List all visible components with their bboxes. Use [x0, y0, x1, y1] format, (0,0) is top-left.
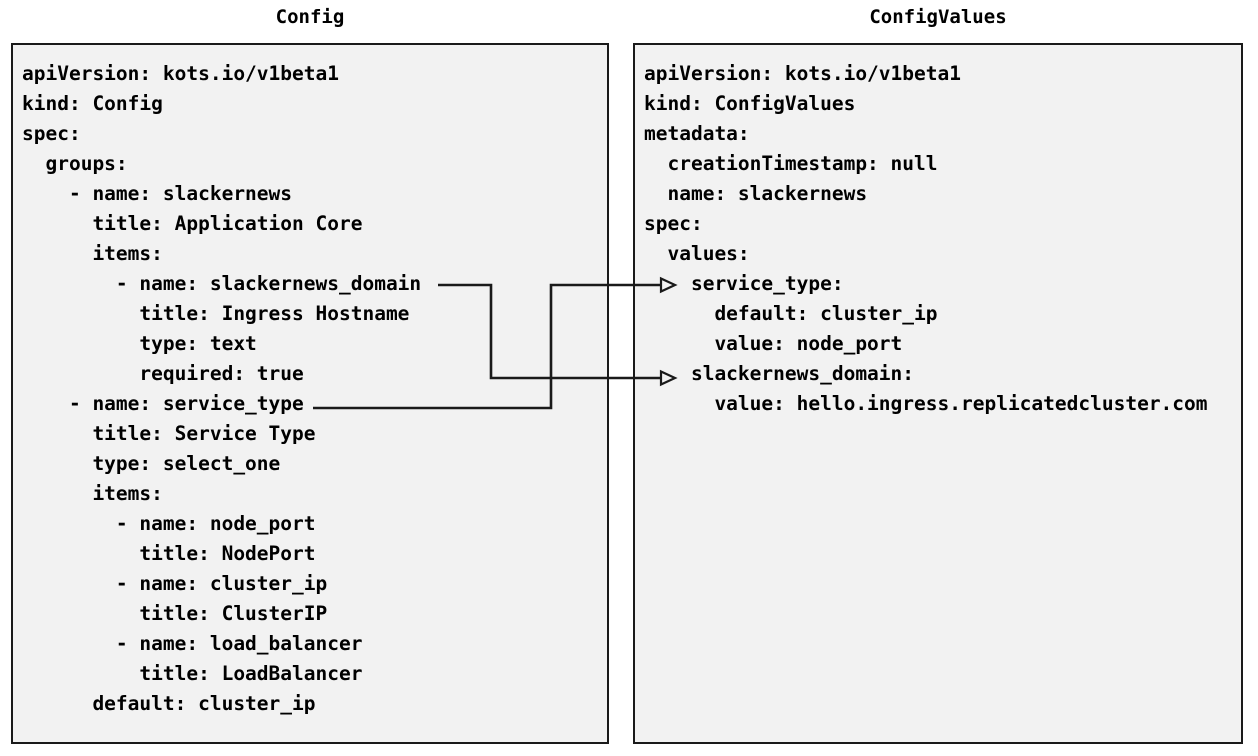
configvalues-yaml-line: apiVersion: kots.io/v1beta1	[644, 62, 961, 85]
config-yaml-line: title: NodePort	[22, 542, 316, 565]
config-yaml-line: apiVersion: kots.io/v1beta1	[22, 62, 339, 85]
config-yaml-line: groups:	[22, 152, 128, 175]
config-yaml-line: - name: slackernews	[22, 182, 293, 205]
config-yaml-line: spec:	[22, 122, 81, 145]
config-yaml-line: type: text	[22, 332, 257, 355]
config-yaml-line: default: cluster_ip	[22, 692, 316, 715]
config-yaml-line: type: select_one	[22, 452, 281, 475]
config-yaml-line: title: ClusterIP	[22, 602, 328, 625]
configvalues-yaml-line: spec:	[644, 212, 703, 235]
configvalues-yaml-line: value: hello.ingress.replicatedcluster.c…	[644, 392, 1208, 415]
configvalues-yaml-line: values:	[644, 242, 750, 265]
configvalues-yaml-line: service_type:	[644, 272, 844, 295]
config-yaml-line: items:	[22, 482, 163, 505]
configvalues-yaml-line: kind: ConfigValues	[644, 92, 856, 115]
config-yaml-panel: apiVersion: kots.io/v1beta1 kind: Config s…	[11, 43, 609, 744]
config-yaml-text: apiVersion: kots.io/v1beta1 kind: Config s…	[22, 59, 603, 719]
config-panel-title: Config	[275, 6, 345, 28]
configvalues-yaml-line: metadata:	[644, 122, 750, 145]
configvalues-yaml-panel: apiVersion: kots.io/v1beta1 kind: ConfigV…	[633, 43, 1243, 744]
config-yaml-line: - name: cluster_ip	[22, 572, 328, 595]
config-yaml-line: title: Application Core	[22, 212, 363, 235]
config-yaml-line: - name: service_type	[22, 392, 304, 415]
configvalues-yaml-line: slackernews_domain:	[644, 362, 915, 385]
config-yaml-line: title: Service Type	[22, 422, 316, 445]
config-yaml-line: - name: slackernews_domain	[22, 272, 422, 295]
config-yaml-line: items:	[22, 242, 163, 265]
config-yaml-line: required: true	[22, 362, 304, 385]
configvalues-yaml-line: value: node_port	[644, 332, 903, 355]
config-yaml-line: kind: Config	[22, 92, 163, 115]
config-yaml-line: title: LoadBalancer	[22, 662, 363, 685]
configvalues-panel-title: ConfigValues	[869, 6, 1007, 28]
configvalues-yaml-line: creationTimestamp: null	[644, 152, 938, 175]
configvalues-yaml-line: name: slackernews	[644, 182, 868, 205]
configvalues-yaml-text: apiVersion: kots.io/v1beta1 kind: ConfigV…	[644, 59, 1237, 419]
configvalues-yaml-line: default: cluster_ip	[644, 302, 938, 325]
config-yaml-line: - name: node_port	[22, 512, 316, 535]
config-yaml-line: title: Ingress Hostname	[22, 302, 410, 325]
config-yaml-line: - name: load_balancer	[22, 632, 363, 655]
